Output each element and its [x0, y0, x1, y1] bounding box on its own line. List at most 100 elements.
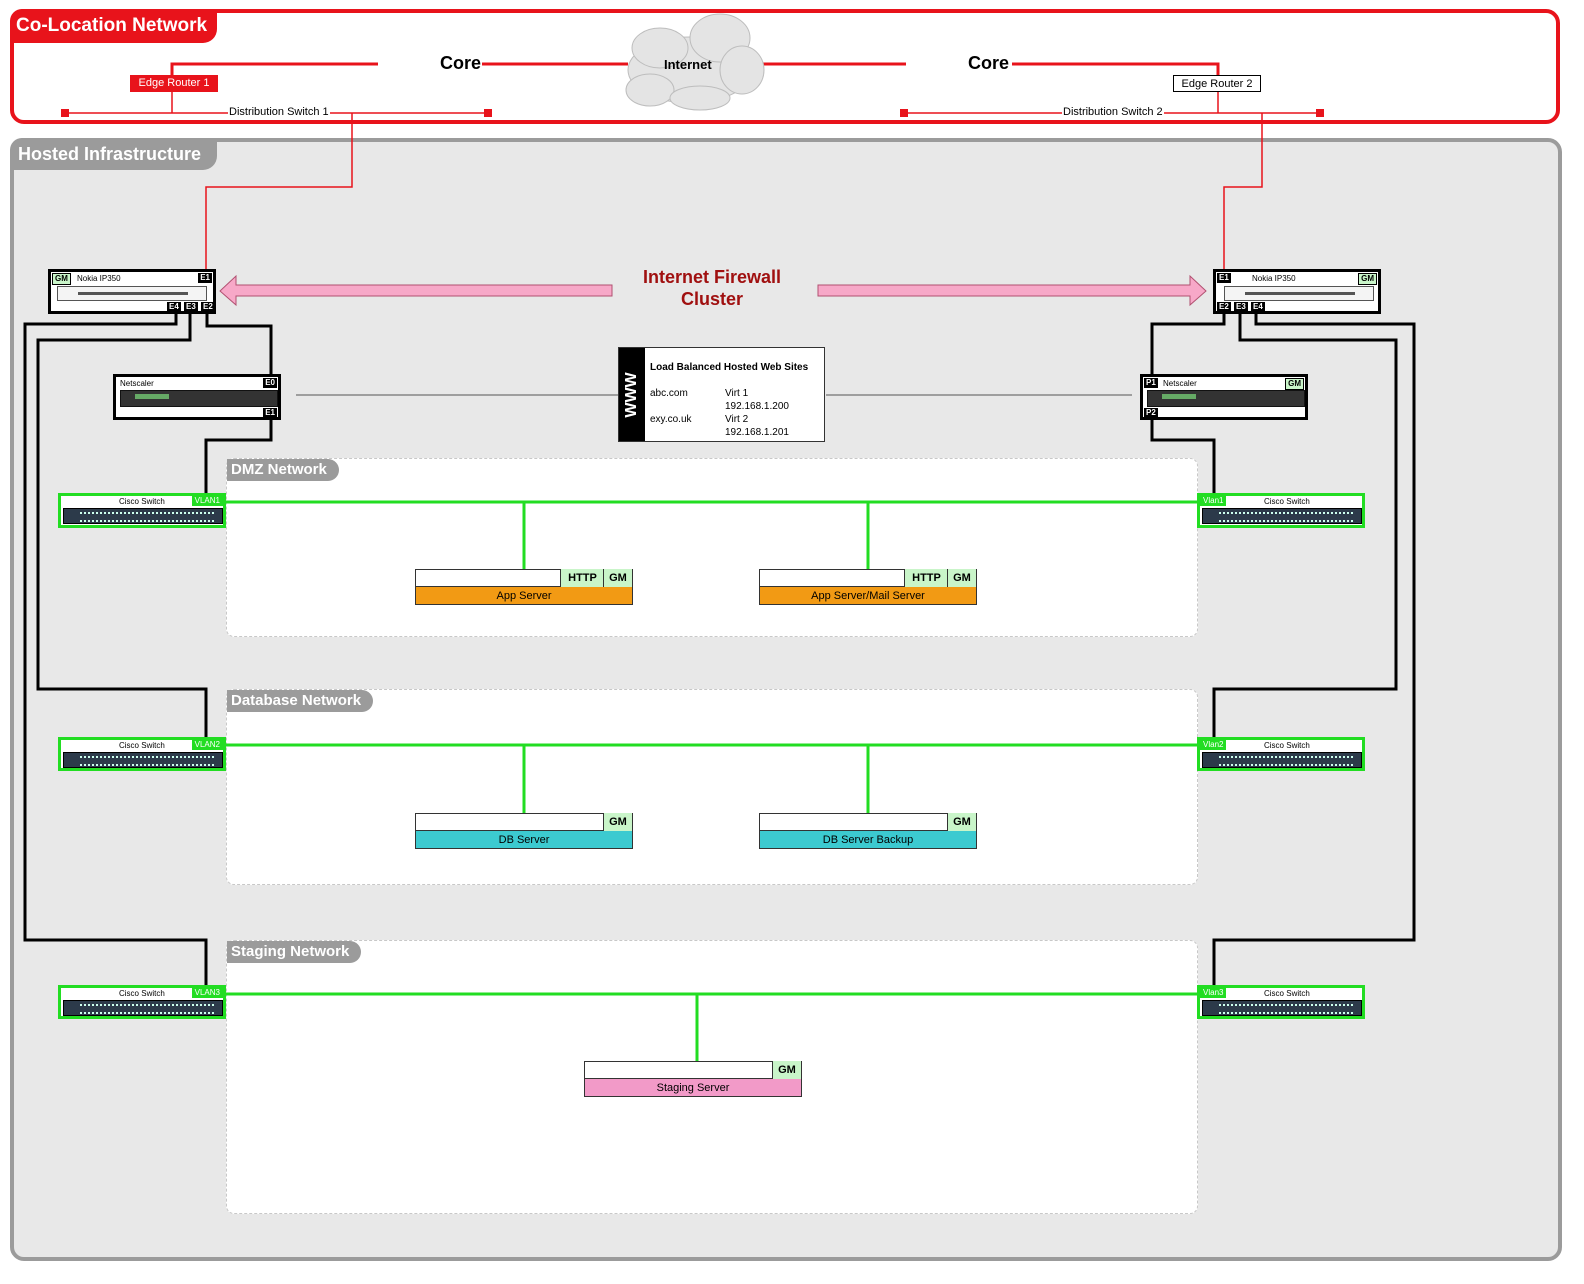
netscaler-left[interactable]: Netscaler E0 E1	[113, 374, 281, 420]
edge-router-1[interactable]: Edge Router 1	[130, 75, 218, 92]
db-switch-right-chassis-icon	[1202, 752, 1362, 768]
fw-right-e3-to-db-switch	[1212, 312, 1398, 744]
www-ip-2: 192.168.1.201	[725, 427, 789, 438]
database-network-title: Database Network	[227, 690, 374, 712]
fw-left-port-e3: E3	[184, 302, 198, 312]
www-site-1: abc.com	[650, 388, 688, 399]
db-server-backup[interactable]: GM DB Server Backup	[759, 813, 977, 850]
www-virt-2: Virt 2	[725, 414, 749, 425]
fw-left-port-e2: E2	[201, 302, 215, 312]
staging-network-title: Staging Network	[227, 941, 362, 963]
db-server-tag-gm: GM	[603, 813, 633, 831]
app-server-tag-http: HTTP	[560, 569, 604, 587]
ns-right-port-p2: P2	[1144, 408, 1158, 418]
www-badge: WWW	[619, 348, 645, 441]
app-server[interactable]: HTTP GM App Server	[415, 569, 633, 606]
staging-switch-left[interactable]: Cisco Switch VLAN3	[58, 985, 226, 1019]
fw-right-e2-to-netscaler	[1150, 312, 1226, 376]
colocation-title: Co-Location Network	[10, 9, 218, 43]
staging-server-label: Staging Server	[584, 1079, 802, 1097]
staging-switch-right[interactable]: Vlan3 Cisco Switch	[1197, 985, 1365, 1019]
db-switch-right-name: Cisco Switch	[1264, 741, 1310, 750]
www-title: Load Balanced Hosted Web Sites	[650, 362, 809, 373]
dmz-switch-right-vlan: Vlan1	[1200, 496, 1227, 506]
www-badge-text: WWW	[623, 372, 640, 418]
app-mail-server[interactable]: HTTP GM App Server/Mail Server	[759, 569, 977, 606]
fw-left-e2-to-netscaler	[205, 312, 273, 376]
fw-left-name: Nokia IP350	[77, 274, 121, 283]
fw-right-e4-to-staging-switch	[1212, 312, 1416, 992]
firewall-arrow-left	[219, 274, 613, 307]
dist-switch-1-end-left	[61, 109, 69, 117]
distribution-switch-2-label: Distribution Switch 2	[1062, 106, 1164, 118]
ns-left-port-e0: E0	[263, 378, 277, 388]
dmz-switch-left-chassis-icon	[63, 508, 223, 524]
firewall-left[interactable]: GM Nokia IP350 E1 E4 E3 E2	[48, 269, 216, 314]
www-virt-1: Virt 1	[725, 388, 749, 399]
ns-right-chassis-icon	[1147, 390, 1305, 407]
dist-switch-2-end-right	[1316, 109, 1324, 117]
fw-left-port-e4: E4	[167, 302, 181, 312]
ns-left-chassis-icon	[120, 390, 278, 407]
fw-right-port-e1: E1	[1217, 273, 1231, 283]
fw-left-port-e1: E1	[198, 273, 212, 283]
ns-left-name: Netscaler	[120, 379, 154, 388]
db-switch-right[interactable]: Vlan2 Cisco Switch	[1197, 737, 1365, 771]
fw-left-e3-to-db-switch	[36, 312, 208, 744]
dist-switch-2-end-left	[900, 109, 908, 117]
db-switch-left-name: Cisco Switch	[119, 741, 165, 750]
db-switch-left-chassis-icon	[63, 752, 223, 768]
app-server-label: App Server	[415, 587, 633, 605]
firewall-arrow-right	[817, 274, 1207, 307]
app-mail-server-label: App Server/Mail Server	[759, 587, 977, 605]
fw-right-name: Nokia IP350	[1252, 274, 1296, 283]
fw-right-port-e3: E3	[1234, 302, 1248, 312]
dmz-switch-left-name: Cisco Switch	[119, 497, 165, 506]
db-server[interactable]: GM DB Server	[415, 813, 633, 850]
dmz-switch-left-vlan: VLAN1	[191, 496, 223, 506]
db-switch-right-vlan: Vlan2	[1200, 740, 1227, 750]
dmz-network-box: DMZ Network	[226, 458, 1198, 637]
core-link-right	[1012, 62, 1220, 76]
ns-left-port-e1: E1	[263, 408, 277, 418]
distribution-switch-1-label: Distribution Switch 1	[228, 106, 330, 118]
staging-switch-right-chassis-icon	[1202, 1000, 1362, 1016]
db-server-label: DB Server	[415, 831, 633, 849]
staging-switch-right-vlan: Vlan3	[1200, 988, 1227, 998]
hosted-infrastructure-title: Hosted Infrastructure	[10, 138, 218, 170]
dmz-switch-right-chassis-icon	[1202, 508, 1362, 524]
firewall-right[interactable]: E1 Nokia IP350 GM E2 E3 E4	[1213, 269, 1381, 314]
netscaler-right[interactable]: P1 Netscaler GM P2	[1140, 374, 1308, 420]
staging-switch-right-name: Cisco Switch	[1264, 989, 1310, 998]
fw-right-port-e4: E4	[1251, 302, 1265, 312]
ns-right-name: Netscaler	[1163, 379, 1197, 388]
fw-right-chassis-icon	[1224, 286, 1374, 301]
app-mail-server-tag-http: HTTP	[904, 569, 948, 587]
www-site-2: exy.co.uk	[650, 414, 692, 425]
edge-router-2[interactable]: Edge Router 2	[1173, 75, 1261, 92]
fw-right-port-e2: E2	[1217, 302, 1231, 312]
db-switch-left[interactable]: Cisco Switch VLAN2	[58, 737, 226, 771]
firewall-cluster-title: Internet Firewall Cluster	[642, 267, 782, 309]
www-load-balanced-box[interactable]: WWW Load Balanced Hosted Web Sites abc.c…	[618, 347, 825, 442]
dmz-switch-right[interactable]: Vlan1 Cisco Switch	[1197, 493, 1365, 528]
db-switch-left-vlan: VLAN2	[191, 740, 223, 750]
netscaler-right-to-dmz-switch	[1150, 420, 1216, 500]
staging-server[interactable]: GM Staging Server	[584, 1061, 802, 1098]
uplink-left	[205, 113, 353, 271]
internet-cloud-icon	[625, 13, 765, 111]
staging-switch-left-name: Cisco Switch	[119, 989, 165, 998]
ns-right-port-gm: GM	[1285, 378, 1304, 390]
core-label-left: Core	[440, 53, 482, 73]
dist-switch-1-end-right	[484, 109, 492, 117]
core-label-right: Core	[968, 53, 1010, 73]
fw-left-port-gm: GM	[52, 273, 71, 285]
database-network-box: Database Network	[226, 689, 1198, 885]
app-server-tag-gm: GM	[603, 569, 633, 587]
db-server-backup-tag-gm: GM	[947, 813, 977, 831]
dmz-switch-left[interactable]: Cisco Switch VLAN1	[58, 493, 226, 528]
ns-right-port-p1: P1	[1144, 378, 1158, 388]
core-link-left	[170, 62, 378, 76]
fw-left-e4-to-staging-switch	[23, 312, 208, 992]
